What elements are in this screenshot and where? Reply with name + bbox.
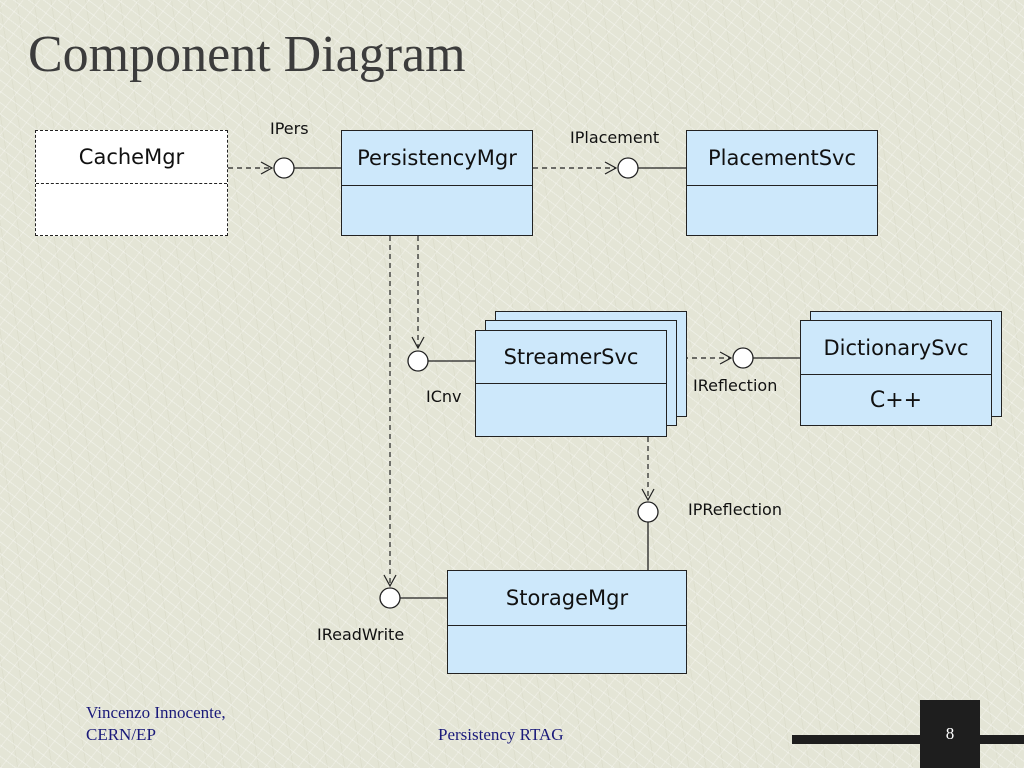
- persistencymgr-body: [342, 186, 532, 235]
- footer-bar-left: [792, 735, 920, 744]
- dictionarysvc-name: DictionarySvc: [801, 321, 991, 375]
- streamersvc-name: StreamerSvc: [476, 331, 666, 384]
- ireadwrite-label: IReadWrite: [317, 625, 405, 644]
- cachemgr-body: [36, 184, 227, 235]
- ireflection-lollipop: [732, 347, 754, 369]
- page-title: Component Diagram: [28, 26, 466, 83]
- storagemgr-component[interactable]: StorageMgr: [447, 570, 687, 674]
- iplacement-label: IPlacement: [570, 128, 660, 147]
- persistencymgr-name: PersistencyMgr: [342, 131, 532, 186]
- ipreflection-lollipop: [637, 501, 659, 523]
- icnv-label: ICnv: [426, 387, 462, 406]
- dictionarysvc-language: C++: [869, 387, 923, 413]
- footer-author-affiliation: CERN/EP: [86, 725, 156, 744]
- page-number: 8: [920, 700, 980, 768]
- ipers-lollipop: [273, 157, 295, 179]
- dictionarysvc-component[interactable]: DictionarySvc C++: [800, 320, 992, 426]
- placementsvc-body: [687, 186, 877, 235]
- placementsvc-name: PlacementSvc: [687, 131, 877, 186]
- streamersvc-component[interactable]: StreamerSvc: [475, 330, 667, 437]
- ireadwrite-lollipop: [379, 587, 401, 609]
- persistencymgr-component[interactable]: PersistencyMgr: [341, 130, 533, 236]
- streamersvc-body: [476, 384, 666, 436]
- storagemgr-name: StorageMgr: [448, 571, 686, 626]
- footer-center-title: Persistency RTAG: [438, 725, 564, 744]
- iplacement-lollipop: [617, 157, 639, 179]
- ipers-label: IPers: [270, 119, 309, 138]
- storagemgr-body: [448, 626, 686, 673]
- footer-bar-right: [980, 735, 1024, 744]
- footer-author-name: Vincenzo Innocente,: [86, 703, 226, 722]
- icnv-lollipop: [407, 350, 429, 372]
- ipreflection-label: IPReflection: [688, 500, 782, 519]
- cachemgr-component[interactable]: CacheMgr: [35, 130, 228, 236]
- footer-author: Vincenzo Innocente, CERN/EP: [86, 702, 226, 746]
- placementsvc-component[interactable]: PlacementSvc: [686, 130, 878, 236]
- cachemgr-name: CacheMgr: [36, 131, 227, 184]
- ireflection-label: IReflection: [693, 376, 778, 395]
